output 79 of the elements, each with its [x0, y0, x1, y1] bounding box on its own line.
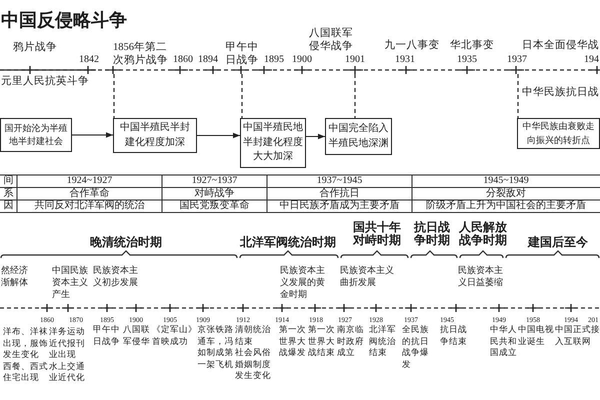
table-text: 合作革命 [70, 188, 110, 200]
event-text: 京张铁路通车，冯如制成第一架飞机 [198, 324, 234, 370]
table-text: 共同反对北洋军阀的统治 [34, 200, 144, 212]
event-label: 元里人民抗英斗争 [1, 76, 89, 88]
period-label: 抗日战争时期 [412, 221, 451, 247]
annotation-text: 然经济渐解体 [1, 264, 29, 288]
event-label: 中华民族抗日战 [522, 87, 599, 100]
event-label: 华北事变 [450, 40, 494, 52]
event-label: 八国联军侵华战争 [308, 28, 354, 53]
event-text: 南京临时政府成立 [337, 324, 365, 358]
table-text: 1937~1945 [316, 175, 362, 188]
year-label: 1860 [173, 54, 193, 66]
outcome-box: 国开始沦为半殖地半封建社会 [0, 118, 72, 152]
arrow [72, 132, 113, 138]
event-text: 抗日战争结束 [440, 324, 468, 347]
table-text: 国民党叛变革命 [180, 200, 250, 212]
year-label: 1895 [264, 54, 284, 66]
event-text: 八国联军侵华 [123, 324, 151, 347]
event-text: 洋布、洋袜出现，服饰发生变化 [3, 326, 48, 360]
outcome-box: 中国半殖民地半封建化程度大大加深 [240, 118, 306, 168]
period-label: 建国后至今 [528, 236, 588, 249]
outcome-box: 中国完全陷入半殖民地深渊 [325, 118, 392, 155]
year-label: 1894 [198, 54, 218, 66]
event-text: 甲午中日战争 [93, 324, 121, 347]
year-label: 1931 [395, 54, 415, 66]
year-label: 1900 [292, 54, 312, 66]
connector-line [241, 74, 243, 118]
table-text: 阶级矛盾上升为中国社会的主要矛盾 [426, 200, 586, 212]
event-text: 中国电视业诞生 [518, 324, 555, 347]
event-label: 甲午中日战争 [224, 42, 260, 67]
period-label: 国共十年对峙时期 [352, 221, 402, 247]
table-text: 系 [4, 188, 14, 200]
year-label: 1901 [345, 54, 365, 66]
event-text: 清朝统治结束 [235, 324, 272, 347]
annotation-text: 民族资本主义初步发展 [93, 264, 139, 288]
event-label: 九一八事变 [384, 40, 440, 52]
table-text: 中日民族矛盾成为主要矛盾 [280, 200, 400, 212]
event-text: 社会风俗婚姻制度发生变化 [235, 347, 272, 382]
outcome-box: 中国半殖民半封建化程度加深 [113, 118, 197, 153]
year-label: 1935 [457, 54, 477, 66]
title: 中国反侵略斗争 [1, 9, 127, 31]
table-text: 对峙战争 [194, 188, 234, 200]
table-text: 1927~1937 [192, 175, 238, 188]
annotation-text: 民族资本主义曲折发展 [340, 264, 395, 288]
event-text: 第一次世界大战爆发 [279, 324, 307, 358]
connector-line [354, 74, 356, 118]
connector-line [113, 74, 115, 118]
event-text: 第一次世界大战结束 [308, 324, 336, 358]
event-text: 全民族的抗日战争爆发 [402, 324, 430, 370]
event-text: 中国正式接入互联网 [555, 324, 600, 347]
event-label: 日本全面侵华战 [522, 40, 599, 52]
event-text: 近代报刊业出现 [49, 338, 86, 360]
event-label: 1856年第二次鸦片战争 [113, 42, 169, 67]
table-text: 1945~1949 [483, 175, 529, 188]
outcome-box: 中华民族由衰败走向振兴的转折点 [517, 118, 600, 149]
year-label: 194 [584, 54, 599, 66]
event-label: 鸦片战争 [13, 42, 57, 54]
period-label: 人民解放战争时期 [458, 221, 508, 247]
connector-line [517, 74, 519, 118]
arrow [306, 134, 325, 140]
table-text: 分裂敌对 [486, 188, 526, 200]
period-label: 晚清统治时期 [90, 236, 162, 249]
annotation-text: 民族资本主义发展的黄金时期 [280, 264, 326, 300]
period-label: 北洋军阀统治时期 [240, 236, 336, 249]
table-text: 合作抗日 [320, 188, 360, 200]
year-label: 1842 [79, 54, 99, 66]
table-text: 因 [4, 200, 14, 212]
annotation-text: 中国民族资本主义产生 [52, 264, 89, 300]
event-text: 北洋军阀统治结束 [369, 324, 397, 358]
event-text: 水上交通业近代化 [49, 360, 86, 384]
table-text: 1924~1927 [66, 175, 112, 188]
event-text: 西餐、西式住宅出现 [3, 360, 48, 384]
event-text: 洋务运动 [49, 326, 86, 338]
table-text: 间 [4, 175, 14, 188]
arrow [197, 132, 240, 138]
event-text: 中华人民共和国成立 [490, 324, 518, 358]
year-label: 1937 [507, 54, 527, 66]
annotation-text: 民族资本主义日益萎缩 [458, 264, 504, 288]
event-text: 《定军山》首映成功 [152, 324, 198, 347]
